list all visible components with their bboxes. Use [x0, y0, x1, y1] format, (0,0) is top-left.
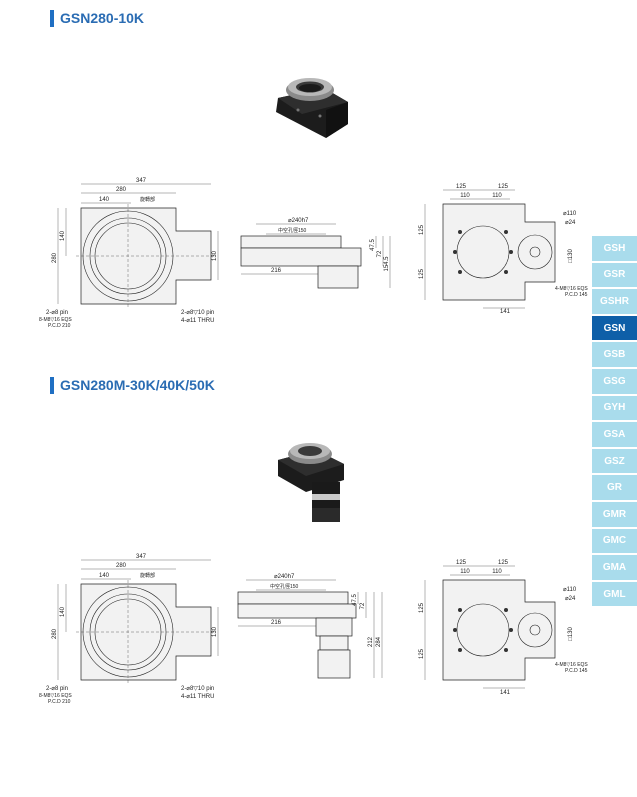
dimension-label: ⌀240h7 — [288, 218, 309, 224]
section-title-1: GSN280-10K — [50, 9, 144, 27]
dimension-label: P.C.D 210 — [48, 323, 71, 329]
dimension-label: 130 — [212, 626, 218, 637]
bottom-view-drawing-2: 125 125 110 110 ⌀110 ⌀24 □130 125 125 4-… — [415, 558, 600, 698]
dimension-label: 216 — [271, 620, 282, 626]
dimension-label: 125 — [498, 560, 509, 566]
title-accent-bar — [50, 9, 54, 27]
dimension-label: 280 — [52, 252, 58, 263]
dimension-label: 2-⌀8 pin — [46, 686, 68, 692]
dimension-label: P.C.D 145 — [565, 668, 588, 674]
sidebar-item-gsh[interactable]: GSH — [592, 236, 637, 261]
top-view-drawing-1: 347 280 140 旋轉部 140 280 130 2-⌀8 pin 8-M… — [36, 176, 236, 336]
dimension-label: 4-⌀11 THRU — [181, 318, 214, 324]
dimension-label: □130 — [568, 249, 574, 263]
dimension-label: 2-⌀8▽10 pin — [181, 310, 214, 316]
dimension-label: 347 — [136, 178, 147, 184]
dimension-label: 216 — [271, 268, 282, 274]
dimension-label: 125 — [419, 224, 425, 235]
top-view-drawing-2: 347 280 140 旋轉部 140 280 130 2-⌀8 pin 8-M… — [36, 552, 236, 712]
sidebar-item-gma[interactable]: GMA — [592, 555, 637, 580]
dimension-label: 140 — [99, 573, 110, 579]
side-view-drawing-1: ⌀240h7 中空孔徑150 47.5 72 154.5 216 — [236, 214, 396, 294]
dimension-label: 284 — [376, 636, 382, 647]
sidebar-item-gml[interactable]: GML — [592, 581, 637, 607]
section-title-2: GSN280M-30K/40K/50K — [50, 376, 215, 394]
dimension-label: 280 — [116, 563, 127, 569]
dimension-label: 4-⌀11 THRU — [181, 694, 214, 700]
sidebar-item-gsa[interactable]: GSA — [592, 422, 637, 447]
title-accent-bar — [50, 376, 54, 394]
dimension-label: 2-⌀8 pin — [46, 310, 68, 316]
dimension-label: 110 — [460, 569, 470, 575]
dimension-label: P.C.D 145 — [565, 292, 588, 298]
sidebar-item-gmc[interactable]: GMC — [592, 528, 637, 554]
sidebar-item-gyh[interactable]: GYH — [592, 395, 637, 421]
dimension-label: 中空孔徑150 — [278, 227, 307, 234]
dimension-label: 8-M8▽16 EQS — [39, 317, 72, 323]
product-photo-2 — [272, 436, 350, 528]
side-view-drawing-2: ⌀240h7 中空孔徑150 47.5 72 212 284 216 — [236, 570, 396, 690]
dimension-label: 4-M8▽16 EQS — [555, 662, 588, 668]
dimension-label: 280 — [52, 628, 58, 639]
sidebar-item-gsz[interactable]: GSZ — [592, 448, 637, 474]
dimension-label: 125 — [498, 184, 509, 190]
dimension-label: ⌀240h7 — [274, 574, 295, 580]
dimension-label: 130 — [212, 250, 218, 261]
dimension-label: 2-⌀8▽10 pin — [181, 686, 214, 692]
dimension-label: 47.5 — [352, 594, 358, 606]
dimension-label: 旋轉部 — [140, 572, 155, 579]
product-photo-1 — [268, 72, 356, 140]
dimension-label: 72 — [377, 250, 383, 257]
dimension-label: 141 — [500, 690, 511, 696]
section-title-text: GSN280-10K — [60, 10, 145, 26]
dimension-label: 140 — [99, 197, 110, 203]
dimension-label: 141 — [500, 309, 511, 315]
dimension-label: 212 — [368, 636, 374, 647]
dimension-label: 4-M8▽16 EQS — [555, 286, 588, 292]
sidebar-item-gsn[interactable]: GSN — [592, 315, 637, 341]
sidebar-item-gsb[interactable]: GSB — [592, 342, 637, 367]
dimension-label: 125 — [456, 184, 467, 190]
dimension-label: 110 — [492, 193, 502, 199]
dimension-label: ⌀24 — [565, 596, 576, 602]
dimension-label: P.C.D 210 — [48, 699, 71, 705]
dimension-label: 125 — [419, 602, 425, 613]
dimension-label: 140 — [60, 606, 66, 617]
sidebar-item-gshr[interactable]: GSHR — [592, 289, 637, 314]
dimension-label: 旋轉部 — [140, 196, 155, 203]
dimension-label: 72 — [360, 602, 366, 609]
dimension-label: 8-M8▽16 EQS — [39, 693, 72, 699]
dimension-label: ⌀24 — [565, 220, 576, 226]
section-title-text: GSN280M-30K/40K/50K — [60, 377, 215, 393]
sidebar-item-gmr[interactable]: GMR — [592, 501, 637, 527]
dimension-label: ⌀110 — [563, 587, 577, 593]
dimension-label: 中空孔徑150 — [270, 583, 299, 590]
dimension-label: 154.5 — [384, 256, 390, 272]
dimension-label: 110 — [492, 569, 502, 575]
dimension-label: 125 — [456, 560, 467, 566]
sidebar-item-gr[interactable]: GR — [592, 475, 637, 500]
dimension-label: 280 — [116, 187, 127, 193]
dimension-label: ⌀110 — [563, 211, 577, 217]
dimension-label: 347 — [136, 554, 147, 560]
dimension-label: 125 — [419, 648, 425, 659]
dimension-label: 110 — [460, 193, 470, 199]
bottom-view-drawing-1: 125 125 110 110 ⌀110 ⌀24 □130 125 125 4-… — [415, 182, 600, 317]
dimension-label: 125 — [419, 268, 425, 279]
dimension-label: 47.5 — [370, 239, 376, 251]
sidebar-item-gsg[interactable]: GSG — [592, 368, 637, 394]
dimension-label: □130 — [568, 627, 574, 641]
sidebar-item-gsr[interactable]: GSR — [592, 262, 637, 288]
dimension-label: 140 — [60, 230, 66, 241]
